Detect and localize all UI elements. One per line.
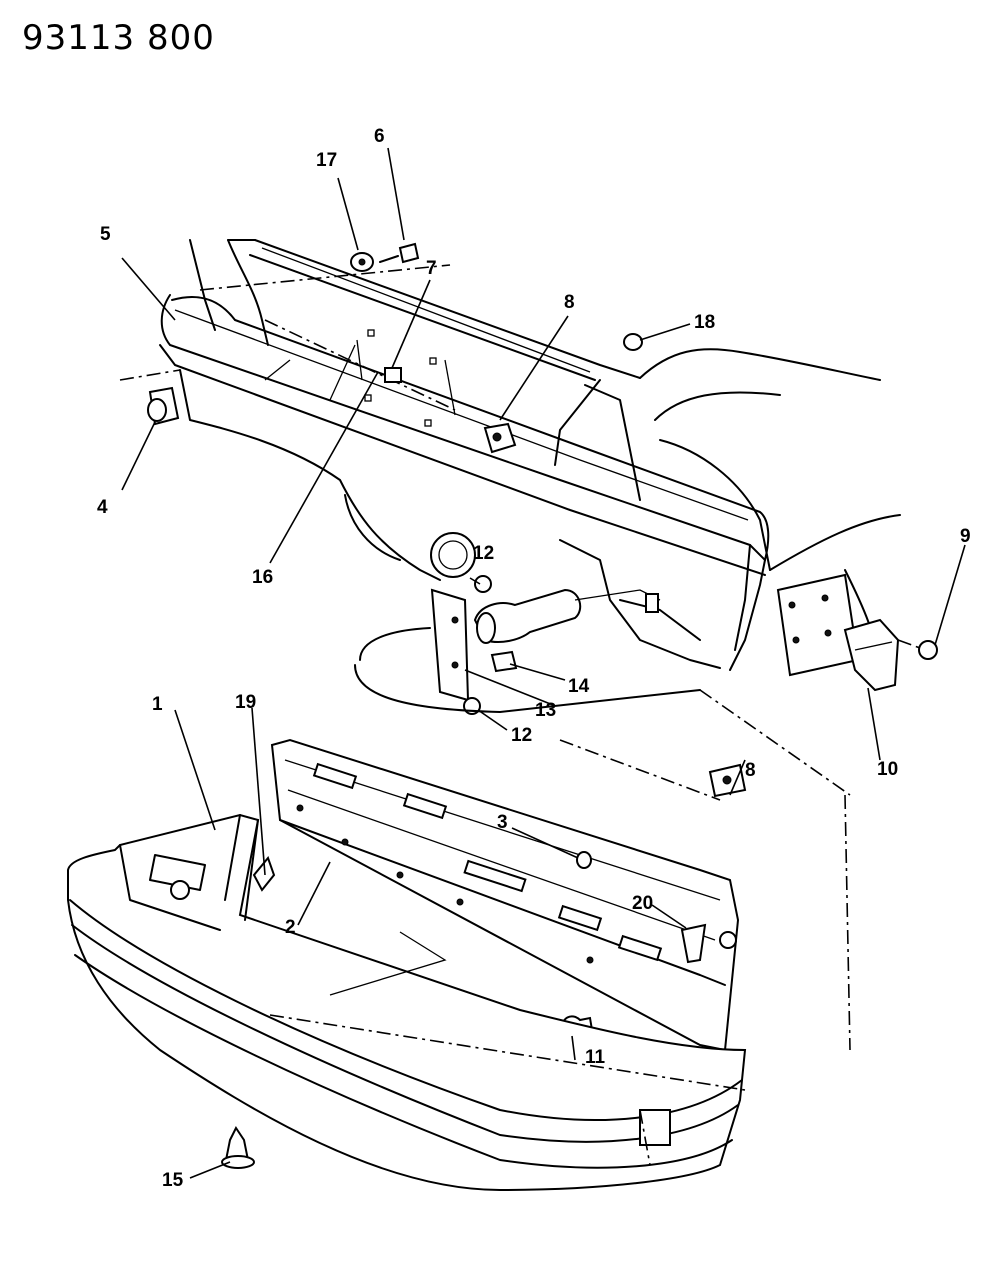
nut-12-upper bbox=[474, 575, 492, 593]
callout-17: 17 bbox=[316, 150, 337, 171]
bolt-6 bbox=[379, 242, 420, 264]
callout-20: 20 bbox=[632, 893, 653, 914]
bracket-10 bbox=[843, 618, 900, 692]
callout-6: 6 bbox=[374, 126, 385, 147]
callout-12-upper: 12 bbox=[473, 543, 494, 564]
right-bracket bbox=[708, 573, 938, 798]
callout-18: 18 bbox=[694, 312, 715, 333]
callout-10: 10 bbox=[877, 759, 898, 780]
bolt-14 bbox=[490, 650, 518, 673]
reference-outline bbox=[359, 627, 431, 661]
callout-14: 14 bbox=[568, 676, 590, 697]
callout-1: 1 bbox=[152, 694, 163, 715]
diagram-code: 93113 800 bbox=[22, 18, 215, 58]
nut-9 bbox=[918, 640, 938, 660]
callout-13: 13 bbox=[535, 700, 556, 721]
energy-absorber-assembly bbox=[430, 575, 661, 715]
callout-5: 5 bbox=[100, 224, 111, 245]
bracket-8-upper bbox=[483, 422, 517, 454]
washer-3 bbox=[576, 851, 592, 869]
callout-9: 9 bbox=[960, 526, 971, 547]
bracket-13 bbox=[430, 588, 470, 702]
leader-lines bbox=[121, 147, 966, 1179]
callout-16: 16 bbox=[252, 567, 273, 588]
callout-8-upper: 8 bbox=[564, 292, 575, 313]
callout-11: 11 bbox=[585, 1047, 606, 1068]
nut-20 bbox=[719, 931, 737, 949]
callout-19: 19 bbox=[235, 692, 256, 713]
callout-15: 15 bbox=[162, 1170, 184, 1191]
callout-2: 2 bbox=[285, 917, 296, 938]
callout-3: 3 bbox=[497, 812, 508, 833]
callout-12-lower: 12 bbox=[511, 725, 532, 746]
retainer-15 bbox=[221, 1126, 255, 1169]
callout-8-lower: 8 bbox=[745, 760, 756, 781]
upper-hardware bbox=[147, 242, 643, 454]
isolator-4 bbox=[147, 386, 180, 426]
bracket-20 bbox=[680, 923, 707, 964]
nut-18 bbox=[623, 333, 643, 351]
vehicle-rear-body bbox=[119, 239, 901, 681]
bumper-fascia bbox=[67, 813, 747, 1192]
callouts: 1 2 3 4 5 6 7 8 8 9 10 11 12 12 13 14 15… bbox=[97, 126, 971, 1191]
absorber-cylinder bbox=[473, 588, 582, 643]
clip-7 bbox=[384, 367, 402, 383]
callout-7: 7 bbox=[426, 258, 437, 279]
callout-4: 4 bbox=[97, 497, 108, 518]
